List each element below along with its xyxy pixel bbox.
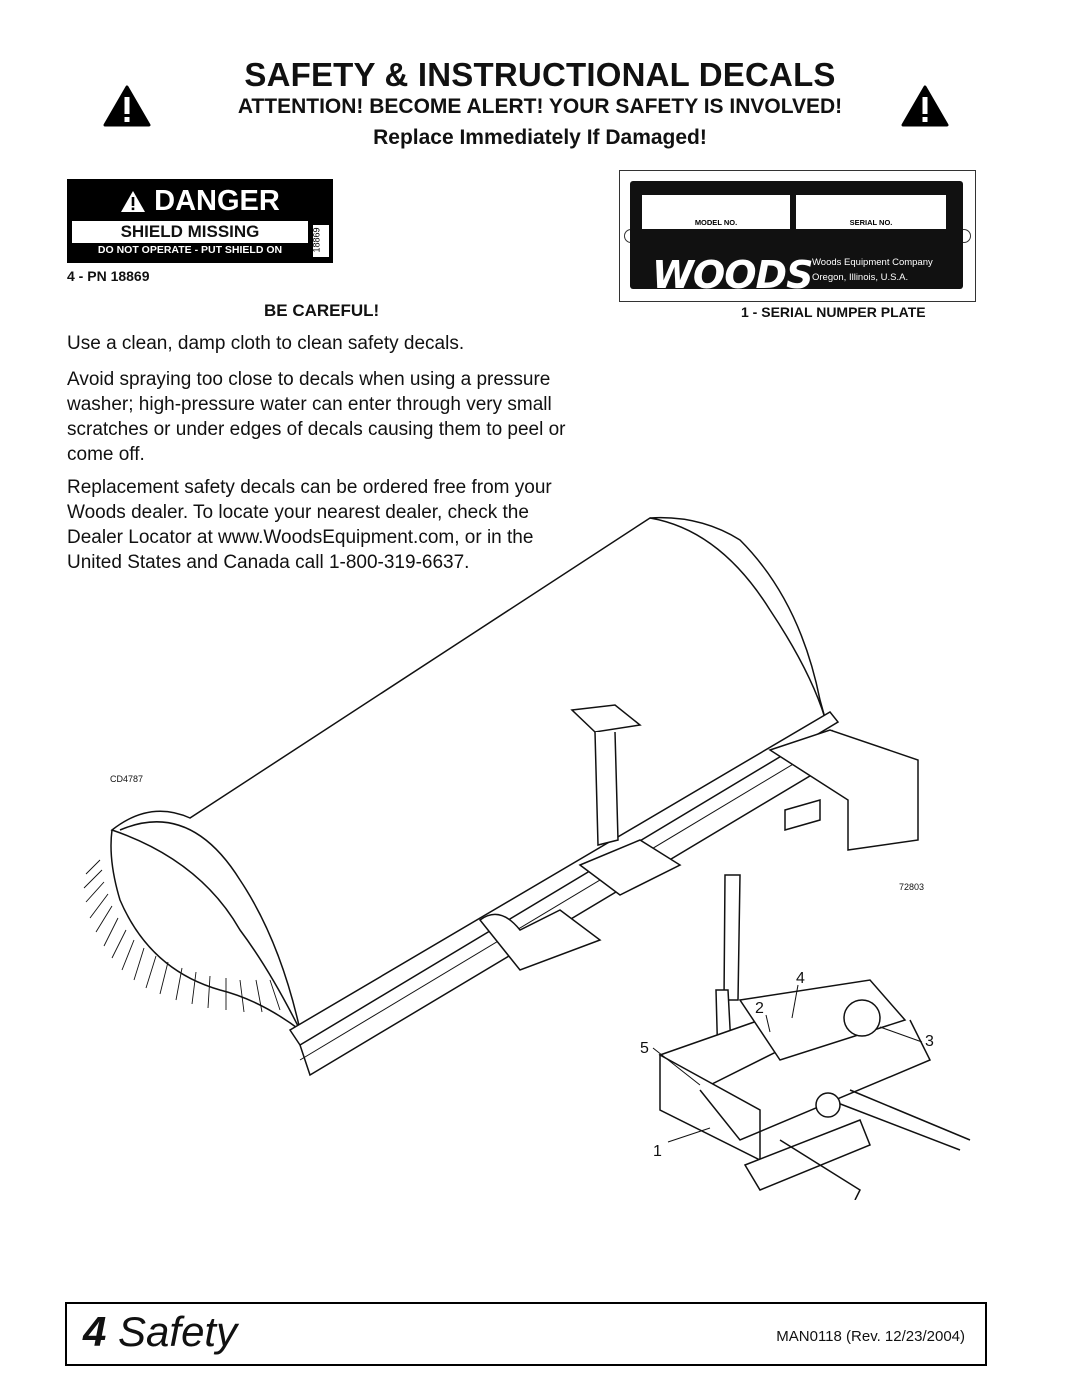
callout-5: 5 bbox=[640, 1040, 649, 1057]
decal-number: 18869 bbox=[312, 225, 329, 257]
company-info: Woods Equipment Company Oregon, Illinois… bbox=[812, 257, 933, 283]
footer-title: 4 Safety bbox=[83, 1308, 237, 1356]
danger-label: DANGER bbox=[154, 184, 280, 217]
page-footer: 4 Safety MAN0118 (Rev. 12/23/2004) bbox=[65, 1302, 987, 1366]
warning-triangle-icon bbox=[901, 85, 949, 127]
warning-triangle-icon bbox=[121, 190, 146, 212]
paragraph-pressure-washer: Avoid spraying too close to decals when … bbox=[67, 369, 566, 465]
replace-notice: Replace Immediately If Damaged! bbox=[373, 126, 707, 149]
callout-1: 1 bbox=[653, 1143, 662, 1160]
paragraph-replacement: Replacement safety decals can be ordered… bbox=[67, 477, 552, 573]
callout-3: 3 bbox=[925, 1033, 934, 1050]
section-name: Safety bbox=[118, 1308, 238, 1355]
danger-decal-caption: 4 - PN 18869 bbox=[67, 268, 150, 284]
woods-logo: WOODS bbox=[652, 253, 813, 297]
warning-triangle-icon bbox=[103, 85, 151, 127]
section-heading: BE CAREFUL! bbox=[264, 301, 380, 320]
serial-no-box: SERIAL NO. bbox=[796, 195, 946, 229]
page-title: SAFETY & INSTRUCTIONAL DECALS bbox=[244, 56, 836, 93]
plate-face: MODEL NO. SERIAL NO. WOODS Woods Equipme… bbox=[630, 181, 963, 297]
do-not-operate-text: DO NOT OPERATE - PUT SHIELD ON bbox=[72, 243, 308, 257]
serial-no-label: SERIAL NO. bbox=[849, 218, 893, 227]
figure-ref-right: 72803 bbox=[899, 882, 925, 892]
document-id: MAN0118 (Rev. 12/23/2004) bbox=[776, 1328, 965, 1345]
model-no-label: MODEL NO. bbox=[694, 218, 738, 227]
serial-number-plate: MODEL NO. SERIAL NO. WOODS Woods Equipme… bbox=[619, 170, 976, 302]
sweeper-illustration bbox=[83, 516, 971, 1200]
danger-body: SHIELD MISSING DO NOT OPERATE - PUT SHIE… bbox=[72, 221, 308, 257]
attention-banner: ATTENTION! BECOME ALERT! YOUR SAFETY IS … bbox=[237, 95, 843, 118]
paragraph-cleaning: Use a clean, damp cloth to clean safety … bbox=[67, 333, 465, 354]
page-number: 4 bbox=[83, 1308, 107, 1355]
callout-4: 4 bbox=[796, 970, 805, 987]
serial-plate-caption: 1 - SERIAL NUMPER PLATE bbox=[741, 304, 926, 320]
danger-header: DANGER bbox=[69, 181, 331, 221]
shield-missing-text: SHIELD MISSING bbox=[120, 222, 260, 241]
figure-ref-left: CD4787 bbox=[110, 774, 144, 784]
brush-bristles bbox=[83, 859, 297, 1013]
callout-2: 2 bbox=[755, 1000, 764, 1017]
sweeper-hood bbox=[110, 516, 826, 1032]
danger-decal: DANGER SHIELD MISSING DO NOT OPERATE - P… bbox=[67, 179, 333, 263]
model-no-box: MODEL NO. bbox=[642, 195, 790, 229]
